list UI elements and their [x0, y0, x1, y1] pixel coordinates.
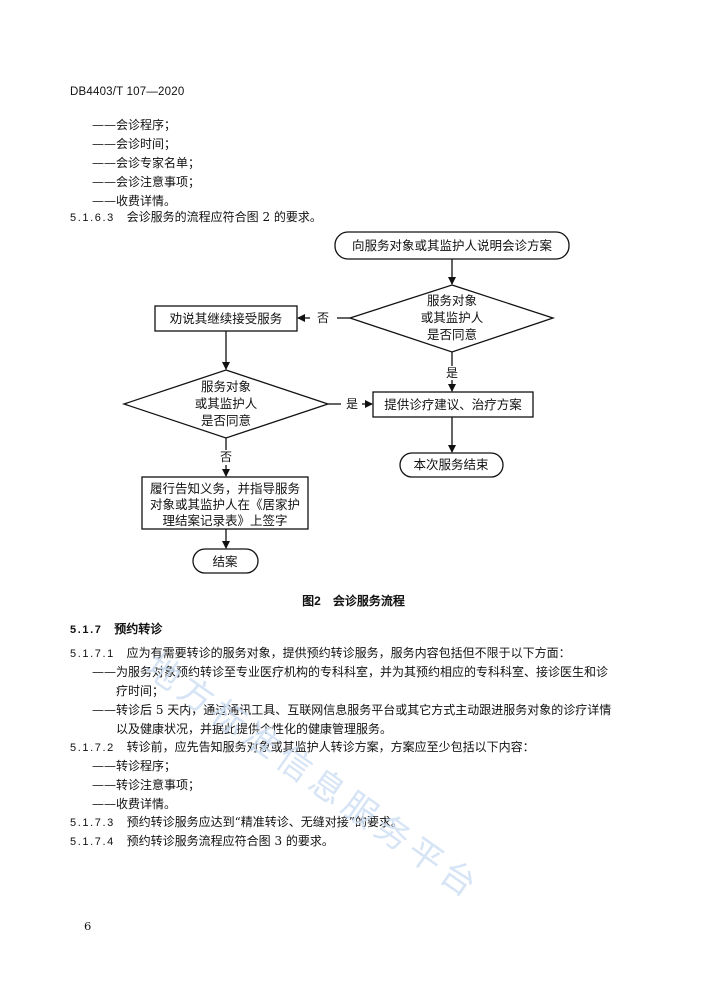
clause-number: 5.1.7.2 — [70, 742, 115, 754]
flow-provide-text: 提供诊疗建议、治疗方案 — [384, 397, 522, 412]
flow-label-no: 否 — [220, 450, 232, 464]
list-item: ——转诊注意事项； — [92, 778, 201, 792]
figure-caption: 图2 会诊服务流程 — [302, 594, 405, 608]
flow-persuade-text: 劝说其继续接受服务 — [170, 311, 283, 326]
clause-5173: 5.1.7.3 预约转诊服务应达到“精准转诊、无缝对接”的要求。 — [70, 815, 403, 831]
clause-5163: 5.1.6.3 会诊服务的流程应符合图 2 的要求。 — [70, 210, 322, 226]
flow-close-text: 结案 — [212, 554, 238, 569]
list-item: ——收费详情。 — [92, 797, 177, 811]
flow-decision-1-line: 或其监护人 — [421, 310, 484, 325]
list-item: ——会诊注意事项； — [92, 175, 201, 189]
clause-5171: 5.1.7.1 应为有需要转诊的服务对象，提供预约转诊服务，服务内容包括但不限于… — [70, 646, 571, 662]
list-item: ——会诊时间； — [92, 137, 177, 151]
clause-number: 5.1.7.3 — [70, 817, 115, 829]
flow-provide-box — [372, 391, 534, 418]
flow-decision-1-line: 服务对象 — [427, 293, 477, 308]
flow-notify-box — [141, 476, 309, 530]
list-item: ——转诊后 5 天内，通过通讯工具、互联网信息服务平台或其它方式主动跟进服务对象… — [92, 703, 612, 717]
page-number: 6 — [84, 919, 92, 933]
list-item-continuation: 以及健康状况，并据此提供个性化的健康管理服务。 — [116, 722, 393, 736]
list-item: ——转诊程序； — [92, 759, 177, 773]
list-item: ——会诊程序； — [92, 118, 177, 132]
section-number: 5.1.7 — [70, 624, 103, 636]
flow-label-yes: 是 — [446, 366, 458, 380]
section-heading: 5.1.7 预约转诊 — [70, 622, 162, 638]
clause-5172: 5.1.7.2 转诊前，应先告知服务对象或其监护人转诊方案，方案应至少包括以下内… — [70, 740, 535, 756]
flow-notify-line: 理结案记录表》上签字 — [162, 513, 287, 528]
flow-label-yes: 是 — [346, 397, 358, 411]
flow-notify-line: 履行告知义务，并指导服务 — [150, 481, 300, 496]
clause-number: 5.1.7.1 — [70, 648, 115, 660]
flow-notify-line: 对象或其监护人在《居家护 — [150, 497, 300, 512]
list-item: ——会诊专家名单； — [92, 156, 201, 170]
list-item-continuation: 疗时间； — [116, 684, 165, 698]
flow-start-text: 向服务对象或其监护人说明会诊方案 — [352, 238, 553, 253]
section-title: 预约转诊 — [114, 622, 163, 636]
flow-end-service-text: 本次服务结束 — [413, 457, 489, 472]
flow-close-box — [192, 548, 259, 574]
document-id: DB4403/T 107—2020 — [70, 86, 185, 98]
flow-label-no: 否 — [317, 311, 329, 325]
flow-decision-2-line: 是否同意 — [201, 413, 251, 428]
flow-persuade-box — [154, 305, 298, 332]
flow-decision-1-line: 是否同意 — [427, 327, 477, 342]
clause-text: 会诊服务的流程应符合图 2 的要求。 — [126, 210, 322, 224]
clause-text: 预约转诊服务应达到“精准转诊、无缝对接”的要求。 — [126, 815, 403, 829]
clause-number: 5.1.6.3 — [70, 212, 115, 224]
list-item: ——为服务对象预约转诊至专业医疗机构的专科科室，并为其预约相应的专科科室、接诊医… — [92, 665, 609, 679]
flow-end-service-box — [399, 452, 504, 478]
list-item: ——收费详情。 — [92, 194, 177, 208]
clause-number: 5.1.7.4 — [70, 836, 115, 848]
clause-text: 应为有需要转诊的服务对象，提供预约转诊服务，服务内容包括但不限于以下方面： — [126, 646, 571, 660]
flow-decision-2-line: 或其监护人 — [195, 396, 258, 411]
clause-text: 转诊前，应先告知服务对象或其监护人转诊方案，方案应至少包括以下内容： — [126, 740, 535, 754]
flow-decision-2-line: 服务对象 — [201, 379, 251, 394]
clause-5174: 5.1.7.4 预约转诊服务流程应符合图 3 的要求。 — [70, 834, 334, 850]
clause-text: 预约转诊服务流程应符合图 3 的要求。 — [126, 834, 334, 848]
